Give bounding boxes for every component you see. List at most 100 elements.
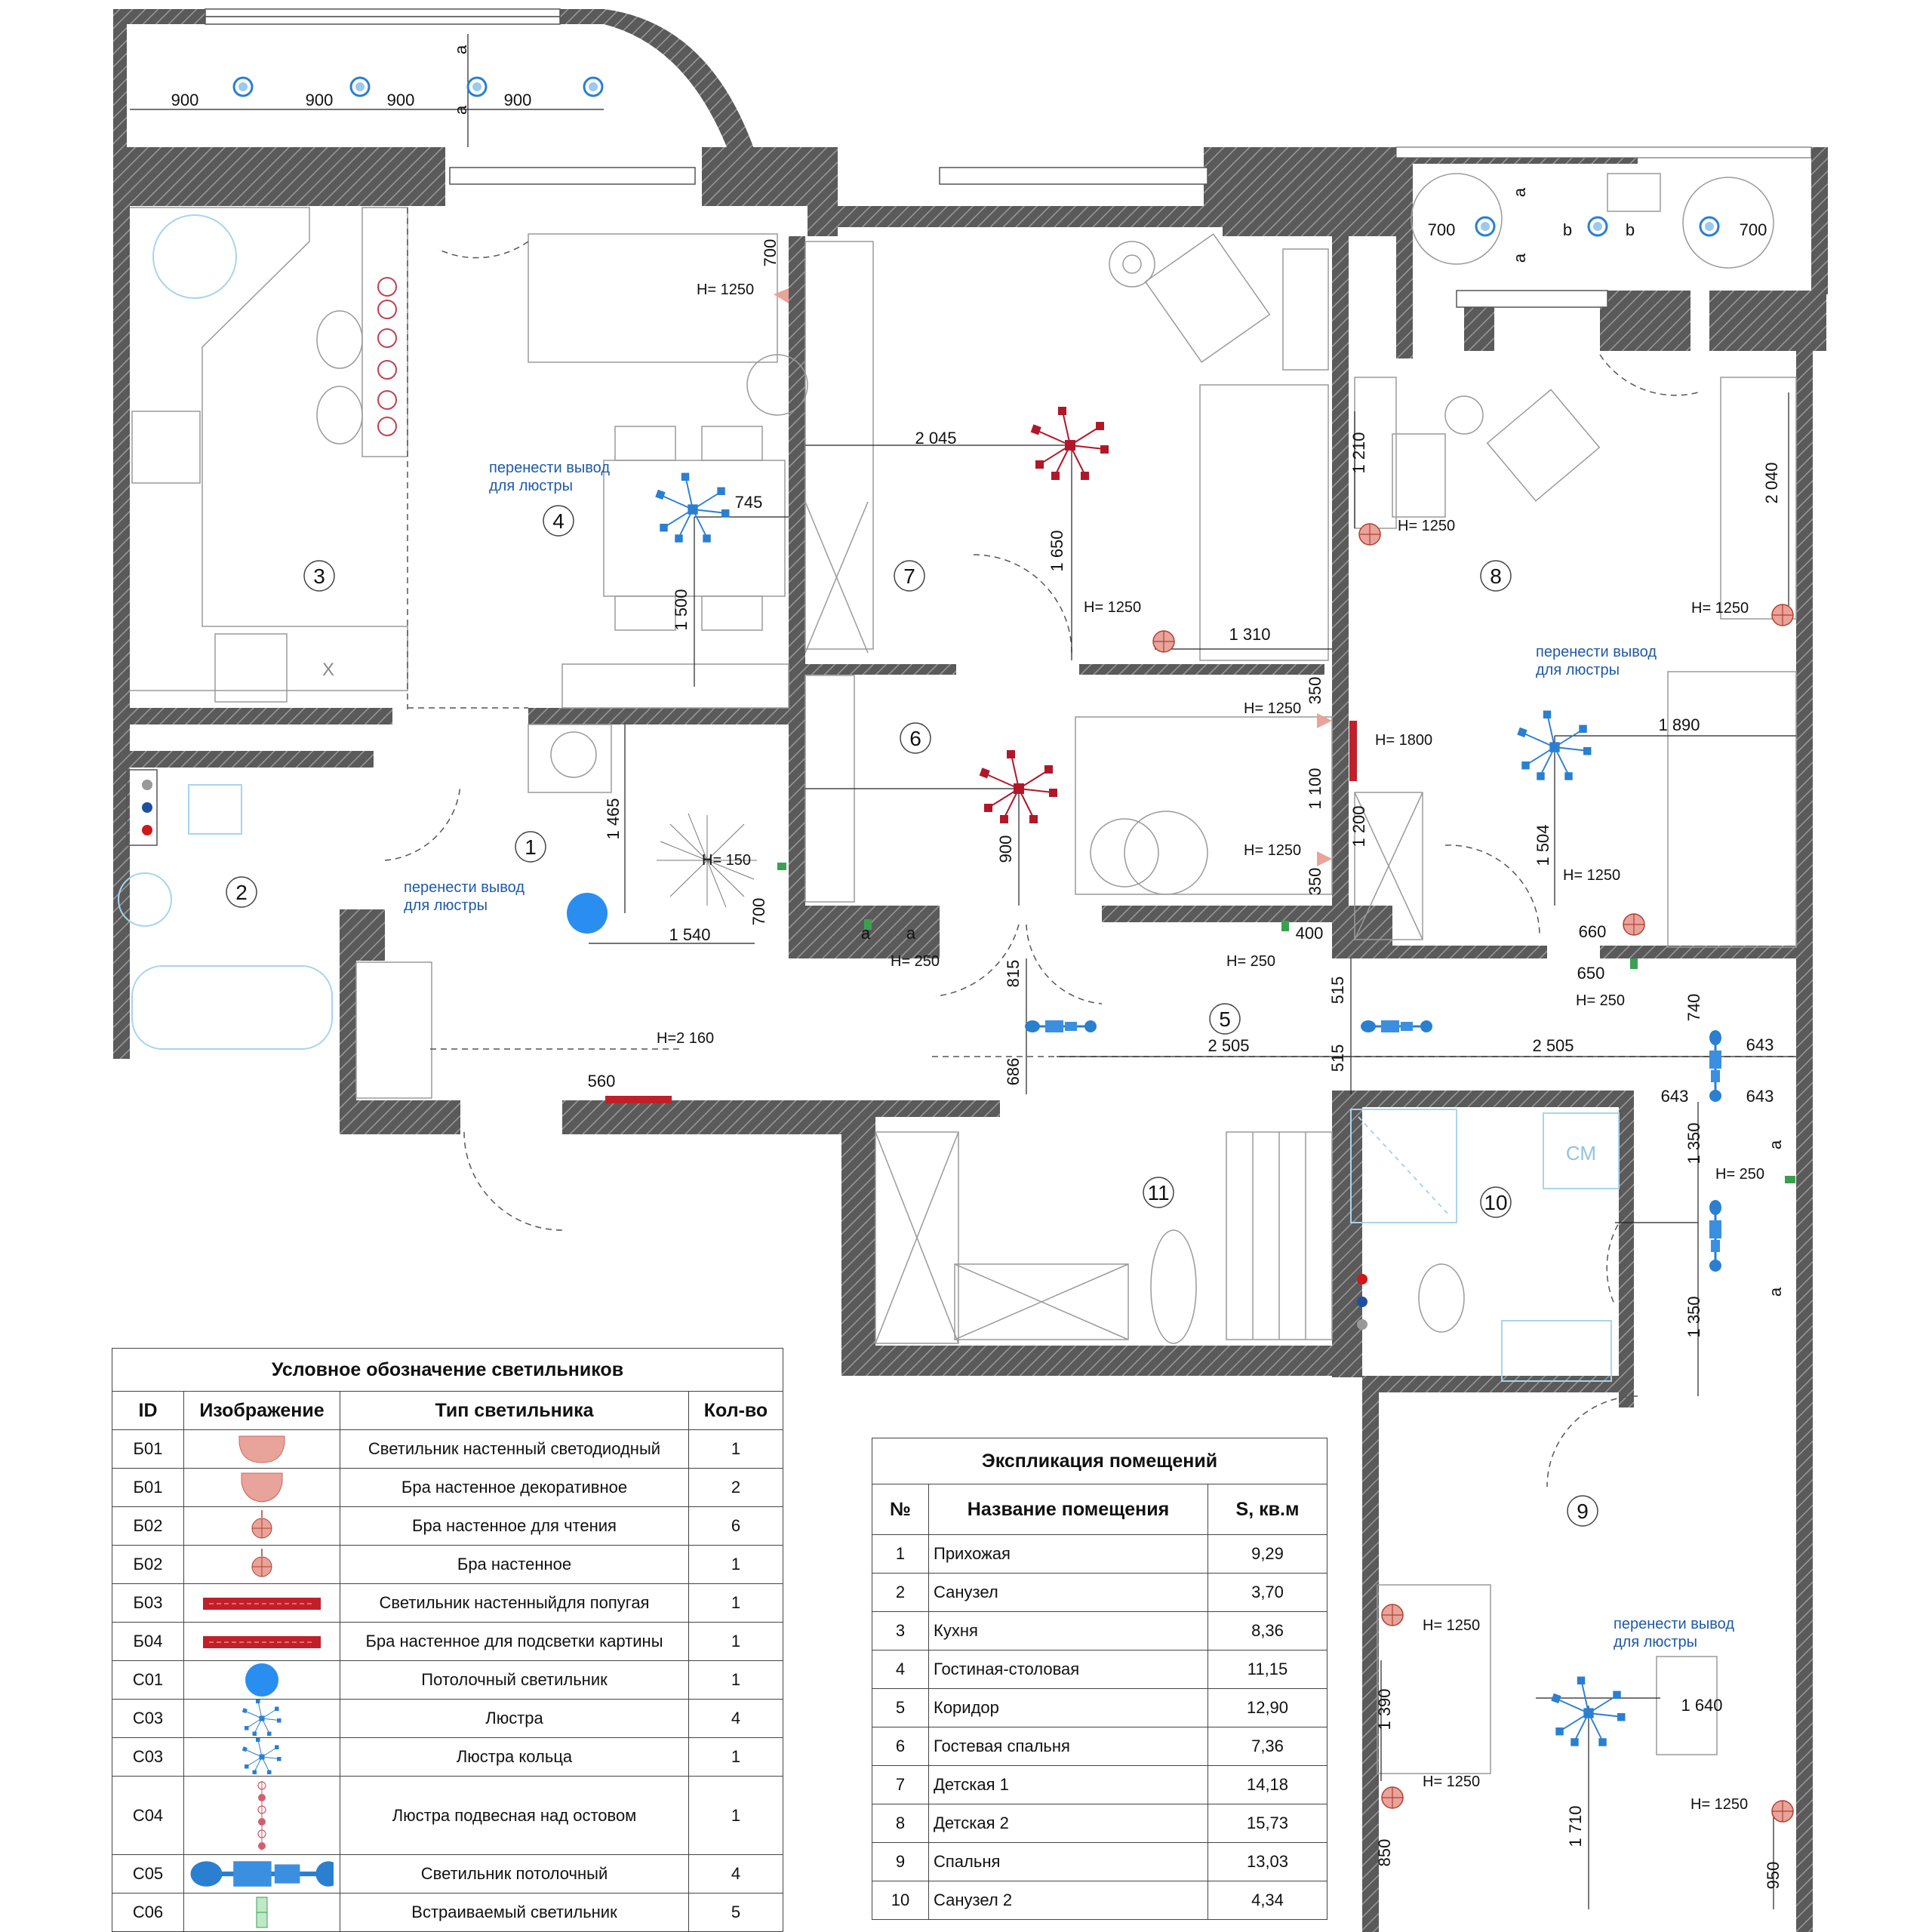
walls (113, 9, 1828, 1932)
room-number-6: 6 (900, 722, 931, 754)
ring-chandelier-icon (242, 1738, 281, 1775)
svg-text:700: 700 (761, 239, 780, 267)
svg-text:900: 900 (996, 835, 1015, 863)
wall-sconce-icon (251, 1549, 272, 1577)
svg-text:H= 1250: H= 1250 (1563, 867, 1620, 884)
svg-text:850: 850 (1375, 1839, 1394, 1867)
legend-row: Б01 Бра настенное декоративное 2 (112, 1468, 783, 1507)
svg-text:b: b (1563, 220, 1572, 239)
svg-text:a: a (1766, 1287, 1785, 1297)
chandelier-room7 (1029, 406, 1109, 481)
svg-text:6: 6 (909, 727, 921, 750)
room-number-7: 7 (894, 560, 925, 592)
room-numbers: 1 2 3 4 5 6 7 8 9 10 11 (226, 505, 1598, 1527)
svg-text:a: a (451, 105, 470, 115)
reading-sconce-icon (251, 1510, 272, 1539)
svg-text:745: 745 (735, 493, 763, 512)
svg-text:H= 1250: H= 1250 (1691, 600, 1749, 617)
parrot-wall-light-icon (203, 1598, 321, 1611)
svg-text:1 350: 1 350 (1684, 1122, 1703, 1164)
svg-text:2 040: 2 040 (1762, 462, 1781, 503)
svg-text:для люстры: для люстры (1614, 1634, 1697, 1651)
chandelier-icon (242, 1700, 281, 1737)
explication-header-area: S, кв.м (1208, 1484, 1327, 1535)
ceiling-light-icon (245, 1663, 278, 1697)
room-number-3: 3 (303, 560, 335, 592)
svg-text:950: 950 (1764, 1862, 1783, 1890)
room-number-2: 2 (226, 876, 257, 908)
legend-row: Б02 Бра настенное 1 (112, 1545, 783, 1584)
svg-text:515: 515 (1328, 1044, 1347, 1072)
room-number-10: 10 (1480, 1186, 1512, 1218)
svg-text:перенести вывод: перенести вывод (1536, 644, 1657, 660)
room-number-4: 4 (543, 505, 574, 537)
legend-header-id: ID (112, 1391, 184, 1430)
legend-header-type: Тип светильника (340, 1391, 689, 1430)
svg-text:1 650: 1 650 (1048, 530, 1066, 571)
svg-text:400: 400 (1296, 924, 1324, 943)
windows (205, 8, 1812, 308)
ceiling-light-hall (567, 893, 608, 934)
svg-text:740: 740 (1684, 994, 1703, 1022)
wall-sconces (774, 288, 1794, 1823)
svg-text:H= 250: H= 250 (1226, 953, 1275, 970)
svg-text:перенести вывод: перенести вывод (1614, 1616, 1734, 1632)
svg-text:1 390: 1 390 (1375, 1688, 1394, 1730)
svg-text:H= 250: H= 250 (1715, 1166, 1764, 1183)
room-number-8: 8 (1480, 560, 1512, 592)
dimension-lines (130, 34, 1796, 1909)
svg-text:9: 9 (1577, 1500, 1589, 1523)
svg-text:7: 7 (903, 565, 915, 588)
outlet-notes: перенести вывод для люстры перенести выв… (404, 460, 1734, 1651)
svg-text:2 505: 2 505 (1208, 1036, 1249, 1055)
legend-title: Условное обозначение светильников (112, 1348, 783, 1392)
svg-text:H= 1250: H= 1250 (1423, 1617, 1480, 1634)
svg-text:686: 686 (1004, 1058, 1023, 1086)
svg-text:H= 1250: H= 1250 (1398, 518, 1455, 534)
svg-text:1 200: 1 200 (1349, 805, 1368, 847)
legend-row: Б02 Бра настенное для чтения 6 (112, 1506, 783, 1546)
legend-row: Б04 Бра настенное для подсветки картины … (112, 1622, 783, 1661)
svg-text:643: 643 (1661, 1087, 1689, 1106)
svg-text:a: a (1510, 253, 1529, 263)
svg-text:2: 2 (235, 881, 248, 904)
legend-row: С04 Люстра подвесная над остовом 1 (112, 1776, 783, 1855)
svg-text:11: 11 (1147, 1181, 1169, 1204)
svg-text:900: 900 (306, 91, 334, 109)
svg-text:H= 1250: H= 1250 (1423, 1774, 1480, 1790)
svg-text:H= 250: H= 250 (1576, 992, 1625, 1009)
svg-text:1 350: 1 350 (1684, 1296, 1703, 1337)
svg-text:1 710: 1 710 (1566, 1805, 1585, 1847)
svg-text:H= 1250: H= 1250 (1244, 842, 1301, 859)
legend-row: Б03 Светильник настенныйдля попугая 1 (112, 1583, 783, 1623)
svg-text:4: 4 (552, 509, 565, 533)
svg-text:1: 1 (525, 835, 537, 859)
room-number-1: 1 (515, 831, 546, 863)
svg-text:a: a (861, 924, 871, 943)
recessed-light-icon (256, 1897, 268, 1928)
svg-text:1 100: 1 100 (1306, 768, 1324, 809)
svg-text:H= 1250: H= 1250 (1690, 1796, 1748, 1813)
svg-text:2 045: 2 045 (915, 429, 956, 448)
corridor-ceiling-spots (1023, 1019, 1723, 1273)
furniture (118, 173, 1797, 1774)
svg-text:H= 1250: H= 1250 (697, 281, 754, 298)
svg-text:660: 660 (1579, 922, 1607, 941)
svg-text:1 500: 1 500 (672, 589, 691, 630)
room-explication-table: Экспликация помещений № Название помещен… (872, 1438, 1327, 1920)
chandelier-room4 (654, 472, 731, 543)
svg-text:515: 515 (1328, 977, 1347, 1004)
explication-header-name: Название помещения (928, 1484, 1208, 1535)
floor-lamp-radial (657, 813, 757, 908)
svg-text:3: 3 (313, 565, 325, 588)
svg-text:H=2 160: H=2 160 (657, 1030, 714, 1047)
legend-header-qty: Кол-во (688, 1391, 783, 1430)
svg-text:900: 900 (171, 91, 199, 109)
